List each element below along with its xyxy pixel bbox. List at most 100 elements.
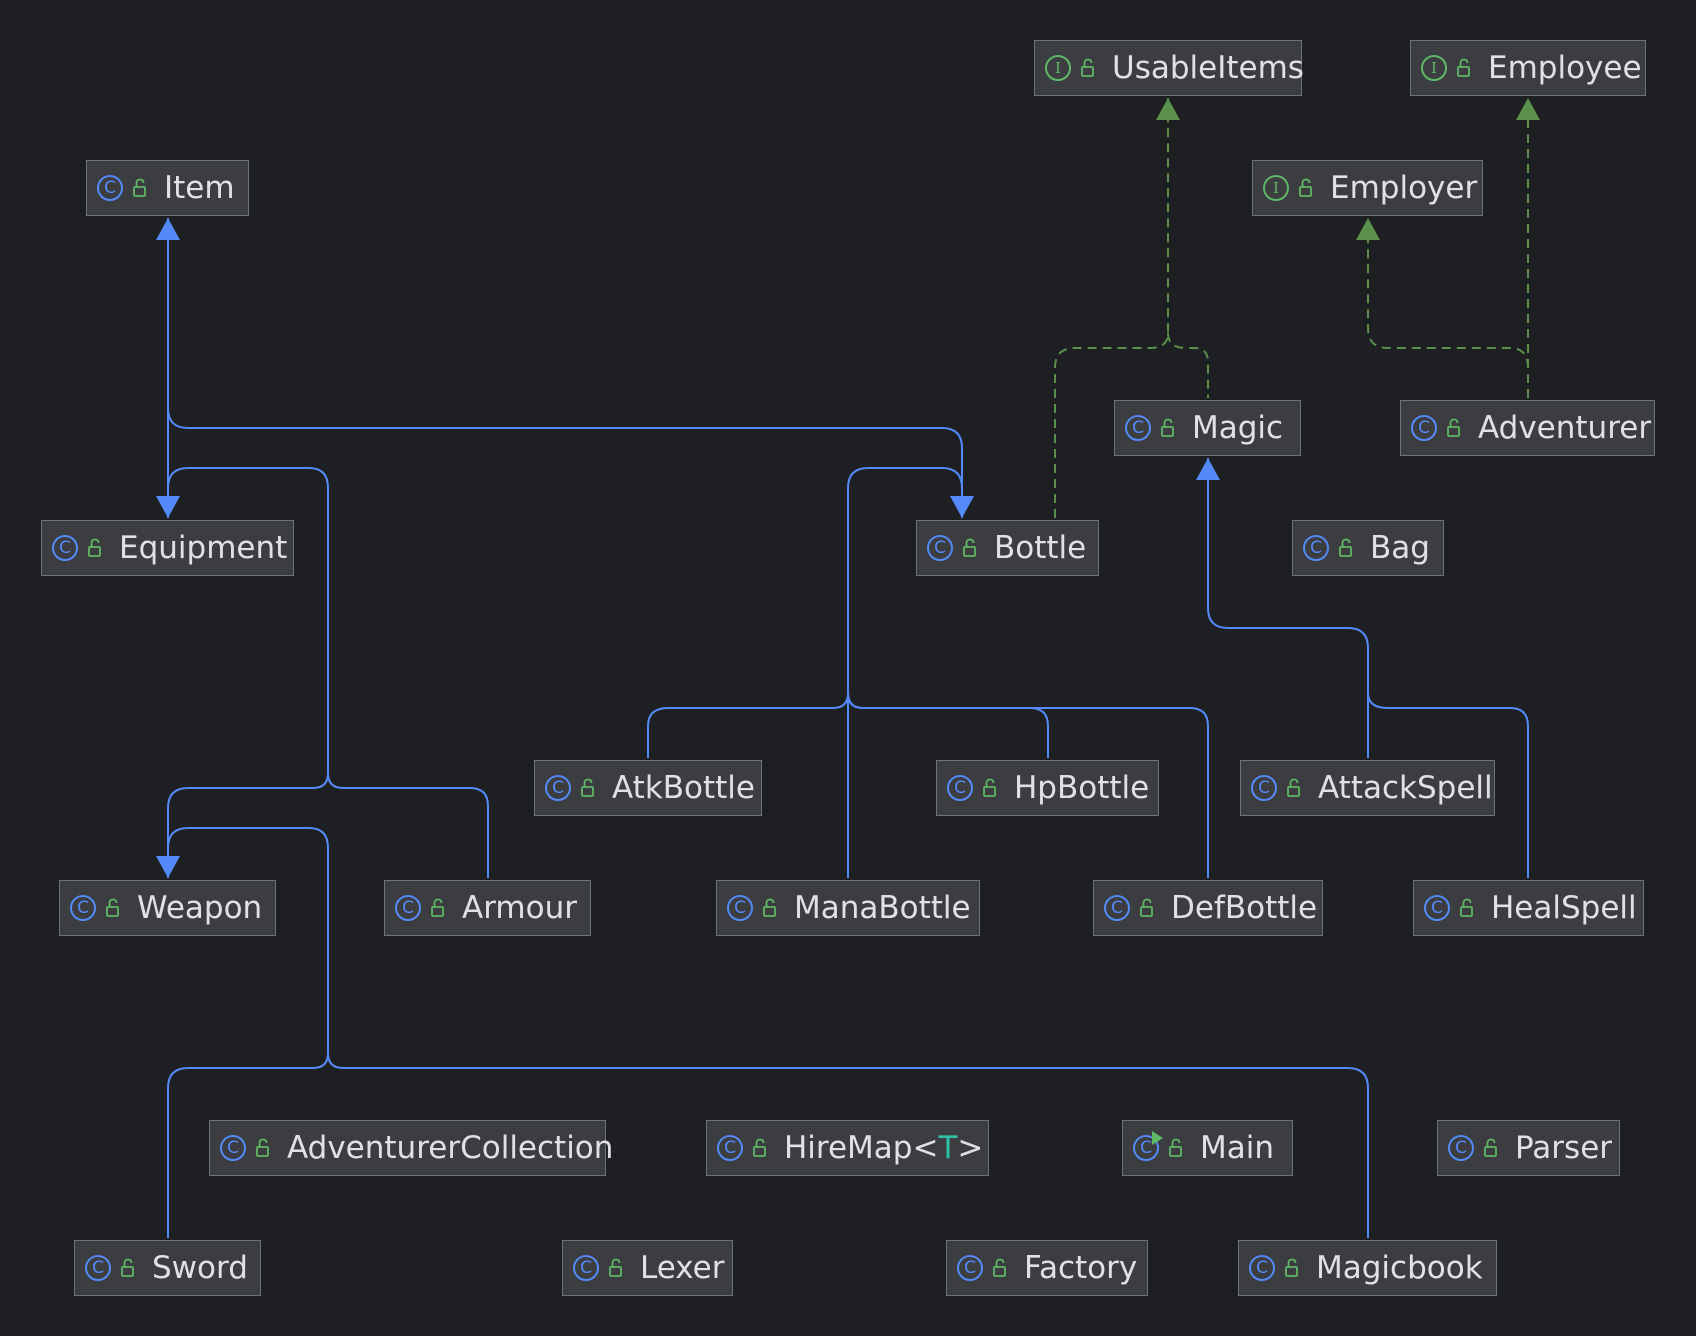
class-name-text: Sword bbox=[152, 1250, 248, 1286]
class-name-label: UsableItems bbox=[1112, 50, 1304, 86]
class-name-text: Parser bbox=[1515, 1130, 1613, 1166]
public-lock-icon bbox=[1457, 58, 1470, 77]
public-lock-icon bbox=[1081, 58, 1094, 77]
public-lock-icon bbox=[609, 1258, 622, 1277]
class-name-suffix: > bbox=[957, 1130, 984, 1166]
type-parameter: T bbox=[938, 1130, 958, 1166]
runnable-class-icon: C bbox=[1133, 1131, 1163, 1161]
inheritance-edge-4 bbox=[167, 827, 329, 1238]
public-lock-icon bbox=[1169, 1138, 1182, 1157]
class-node-lexer[interactable]: C Lexer bbox=[562, 1240, 733, 1296]
class-node-attackspell[interactable]: C AttackSpell bbox=[1240, 760, 1495, 816]
class-name-label: Bag bbox=[1370, 530, 1430, 566]
class-icon: C bbox=[1303, 535, 1329, 561]
class-name-text: Armour bbox=[462, 890, 577, 926]
class-name-text: Lexer bbox=[640, 1250, 725, 1286]
class-node-healspell[interactable]: C HealSpell bbox=[1413, 880, 1644, 936]
class-node-magic[interactable]: C Magic bbox=[1114, 400, 1301, 456]
public-lock-icon bbox=[431, 898, 444, 917]
implements-edge-13 bbox=[1167, 332, 1209, 398]
class-node-hiremap[interactable]: C HireMap<T> bbox=[706, 1120, 989, 1176]
class-node-atkbottle[interactable]: C AtkBottle bbox=[534, 760, 762, 816]
class-name-label: DefBottle bbox=[1171, 890, 1317, 926]
class-name-label: Equipment bbox=[119, 530, 287, 566]
class-node-parser[interactable]: C Parser bbox=[1437, 1120, 1620, 1176]
class-node-bag[interactable]: C Bag bbox=[1292, 520, 1444, 576]
class-name-text: Employer bbox=[1330, 170, 1478, 206]
class-icon: C bbox=[573, 1255, 599, 1281]
public-lock-icon bbox=[133, 178, 146, 197]
interface-icon: I bbox=[1045, 55, 1071, 81]
inheritance-edge-6 bbox=[647, 467, 963, 758]
class-name-label: Parser bbox=[1515, 1130, 1612, 1166]
class-name-label: AtkBottle bbox=[612, 770, 755, 806]
class-name-label: Sword bbox=[152, 1250, 248, 1286]
class-node-factory[interactable]: C Factory bbox=[946, 1240, 1148, 1296]
class-name-label: AdventurerCollection bbox=[287, 1130, 613, 1166]
public-lock-icon bbox=[1460, 898, 1473, 917]
arrow-head-3 bbox=[156, 856, 180, 878]
class-node-usableitems[interactable]: I UsableItems bbox=[1034, 40, 1304, 96]
class-icon: C bbox=[1448, 1135, 1474, 1161]
public-lock-icon bbox=[1285, 1258, 1298, 1277]
class-node-sword[interactable]: C Sword bbox=[74, 1240, 261, 1296]
class-node-main[interactable]: C Main bbox=[1122, 1120, 1293, 1176]
inheritance-edge-7 bbox=[847, 692, 1049, 758]
class-node-armour[interactable]: C Armour bbox=[384, 880, 591, 936]
class-name-text: AtkBottle bbox=[612, 770, 755, 806]
class-name-label: Main bbox=[1200, 1130, 1274, 1166]
class-icon: C bbox=[1104, 895, 1130, 921]
class-node-weapon[interactable]: C Weapon bbox=[59, 880, 276, 936]
public-lock-icon bbox=[88, 538, 101, 557]
public-lock-icon bbox=[963, 538, 976, 557]
class-name-label: Bottle bbox=[994, 530, 1086, 566]
class-icon: C bbox=[70, 895, 96, 921]
class-node-magicbook[interactable]: C Magicbook bbox=[1238, 1240, 1497, 1296]
arrow-head-6 bbox=[1356, 218, 1380, 240]
class-name-label: Weapon bbox=[137, 890, 262, 926]
class-node-manabottle[interactable]: C ManaBottle bbox=[716, 880, 980, 936]
inheritance-edge-3 bbox=[327, 772, 489, 878]
class-name-text: HealSpell bbox=[1491, 890, 1637, 926]
class-name-text: Factory bbox=[1024, 1250, 1138, 1286]
class-icon: C bbox=[927, 535, 953, 561]
class-name-label: Employee bbox=[1488, 50, 1642, 86]
public-lock-icon bbox=[256, 1138, 269, 1157]
class-name-text: HpBottle bbox=[1014, 770, 1150, 806]
inheritance-edge-11 bbox=[1367, 692, 1529, 878]
class-name-label: HealSpell bbox=[1491, 890, 1637, 926]
class-node-employer[interactable]: I Employer bbox=[1252, 160, 1483, 216]
class-node-adventurer[interactable]: C Adventurer bbox=[1400, 400, 1655, 456]
class-name-label: Factory bbox=[1024, 1250, 1137, 1286]
class-icon: C bbox=[1424, 895, 1450, 921]
class-name-label: Item bbox=[164, 170, 235, 206]
class-name-text: DefBottle bbox=[1171, 890, 1318, 926]
class-name-text: Magic bbox=[1192, 410, 1284, 446]
class-name-text: Bottle bbox=[994, 530, 1087, 566]
class-node-adventurercollection[interactable]: C AdventurerCollection bbox=[209, 1120, 613, 1176]
class-icon: C bbox=[1125, 415, 1151, 441]
arrow-head-7 bbox=[1516, 98, 1540, 120]
public-lock-icon bbox=[1287, 778, 1300, 797]
public-lock-icon bbox=[1339, 538, 1352, 557]
class-node-defbottle[interactable]: C DefBottle bbox=[1093, 880, 1323, 936]
public-lock-icon bbox=[983, 778, 996, 797]
class-icon: C bbox=[1411, 415, 1437, 441]
class-icon: C bbox=[52, 535, 78, 561]
class-name-text: Employee bbox=[1488, 50, 1642, 86]
class-node-hpbottle[interactable]: C HpBottle bbox=[936, 760, 1159, 816]
class-node-bottle[interactable]: C Bottle bbox=[916, 520, 1099, 576]
class-name-label: Lexer bbox=[640, 1250, 724, 1286]
public-lock-icon bbox=[106, 898, 119, 917]
class-node-equipment[interactable]: C Equipment bbox=[41, 520, 294, 576]
class-node-item[interactable]: C Item bbox=[86, 160, 249, 216]
class-name-label: HpBottle bbox=[1014, 770, 1149, 806]
class-icon: C bbox=[957, 1255, 983, 1281]
inheritance-edge-5 bbox=[327, 1052, 1369, 1238]
class-icon: C bbox=[220, 1135, 246, 1161]
class-node-employee[interactable]: I Employee bbox=[1410, 40, 1646, 96]
public-lock-icon bbox=[121, 1258, 134, 1277]
class-name-text: HireMap< bbox=[784, 1130, 939, 1166]
